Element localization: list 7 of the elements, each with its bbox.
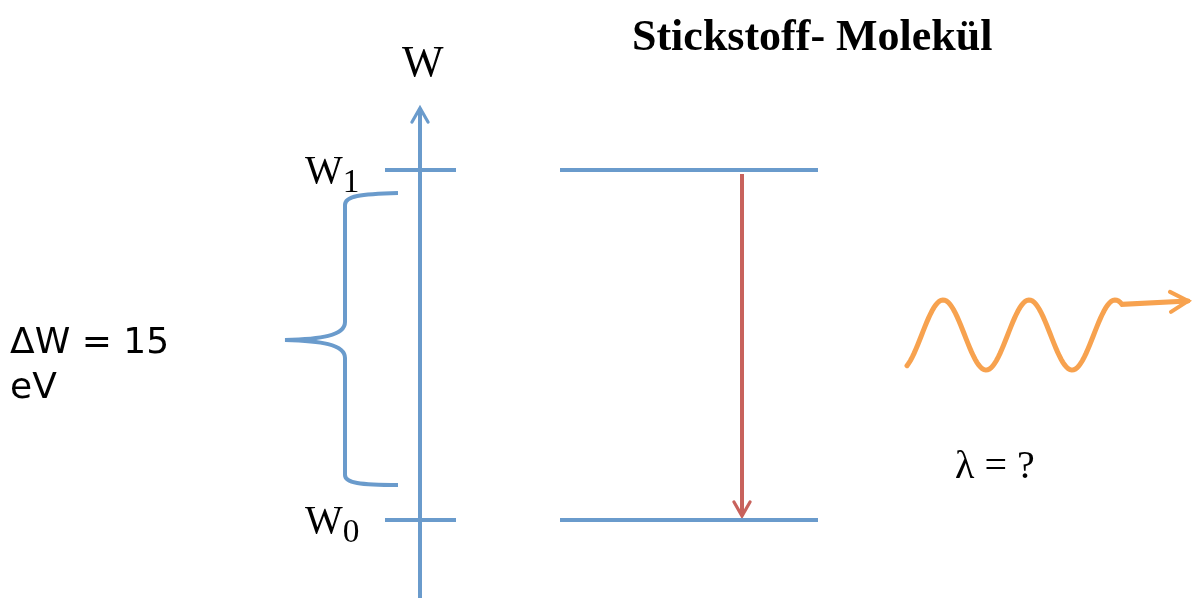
level-label: W$_{0}$	[305, 500, 360, 548]
wavelength-label: λ = ?	[955, 445, 1035, 485]
transition-arrow	[732, 174, 752, 518]
axis-label: W	[402, 40, 444, 84]
level-label: W$_{1}$	[305, 150, 360, 198]
title: Stickstoff- Molekül	[632, 14, 993, 58]
energy-difference-label: ΔW = 15 eV	[10, 319, 171, 408]
